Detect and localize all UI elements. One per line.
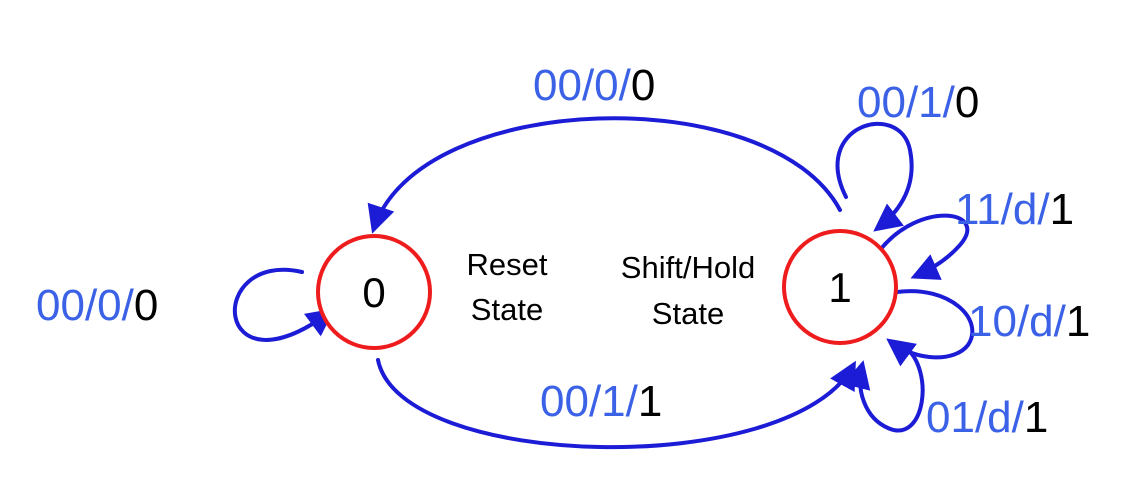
arc-s1-to-s0 xyxy=(367,116,842,234)
state-0-label: 0 xyxy=(362,269,385,316)
arc-s1-self-top xyxy=(835,121,914,232)
state-1-label: 1 xyxy=(828,264,851,311)
arc-s1-self-10 xyxy=(886,289,975,367)
arc-s0-to-s1 xyxy=(376,358,856,449)
transition-label-s1-self-top: 00/1/0 xyxy=(857,78,979,127)
arc-s1-self-01 xyxy=(843,345,925,433)
transition-label-s1-self-11: 11/d/1 xyxy=(955,185,1074,234)
transition-label-s0-to-s1: 00/1/1 xyxy=(540,377,662,426)
transition-label-s1-self-01: 01/d/1 xyxy=(926,393,1048,442)
transition-label-s1-to-s0: 00/0/0 xyxy=(533,61,655,110)
state-0: 0 xyxy=(316,234,432,350)
state-0-desc-line2: State xyxy=(471,292,543,327)
state-0-desc-line1: Reset xyxy=(467,247,548,282)
arc-s1-self-11 xyxy=(878,213,970,280)
arc-s0-self xyxy=(232,267,335,342)
transition-label-s1-self-10: 10/d/1 xyxy=(968,297,1090,346)
state-1-desc-line1: Shift/Hold xyxy=(621,250,755,285)
state-1: 1 xyxy=(782,229,898,345)
transition-label-s0-self: 00/0/0 xyxy=(36,281,158,330)
state-1-desc-line2: State xyxy=(652,296,724,331)
